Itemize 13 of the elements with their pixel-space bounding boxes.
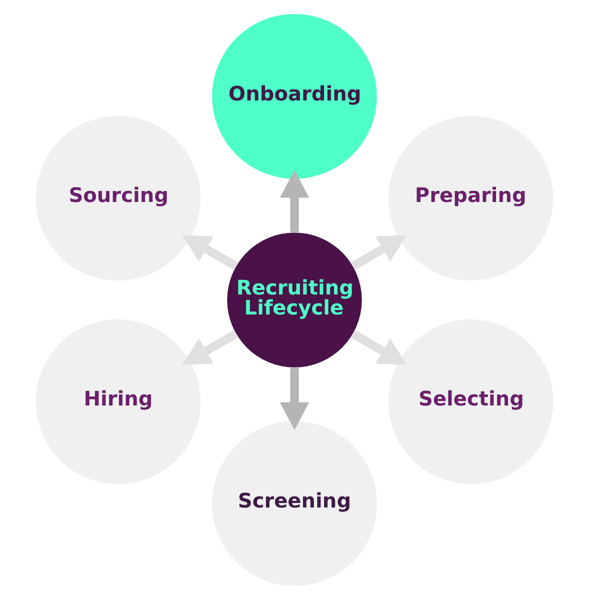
node-circle: Hiring [36, 319, 201, 484]
node-circle: Recruiting Lifecycle [227, 232, 362, 368]
arrow [351, 330, 407, 365]
node-circle: Sourcing [36, 116, 201, 281]
arrow [280, 368, 310, 430]
arrow [280, 170, 310, 232]
node-circle: Preparing [388, 116, 554, 281]
arrow [182, 330, 238, 365]
node-circle: Screening [212, 421, 377, 586]
node-circle: Onboarding [212, 14, 377, 179]
arrow [182, 235, 238, 270]
node-circle: Selecting [388, 319, 554, 484]
arrow [351, 235, 407, 270]
